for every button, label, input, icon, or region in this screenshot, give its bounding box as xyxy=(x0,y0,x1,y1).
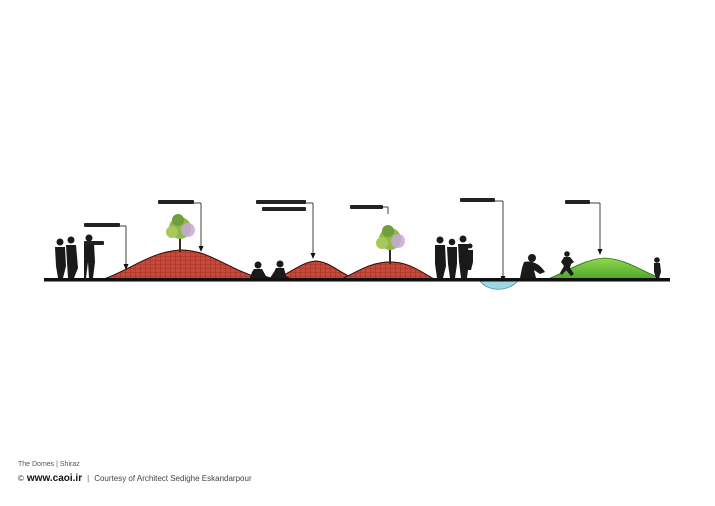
tree-icon xyxy=(166,214,195,252)
annotation-label-mark xyxy=(565,200,590,204)
courtesy-text: Courtesy of Architect Sedighe Eskandarpo… xyxy=(94,474,252,483)
person-crouching xyxy=(520,254,545,278)
annotation-label-mark xyxy=(350,205,383,209)
mesh-dome-with-tree-2 xyxy=(341,261,436,280)
ground-line xyxy=(44,278,670,282)
annotation-label-marks xyxy=(84,198,590,245)
annotation-leaders xyxy=(120,200,603,282)
tree-icon xyxy=(376,225,405,264)
credit-line: © www.caoi.ir | Courtesy of Architect Se… xyxy=(18,473,252,484)
copyright-icon: © xyxy=(18,474,24,483)
site-link[interactable]: www.caoi.ir xyxy=(26,473,83,484)
drawing-title: The Domes | Shiraz xyxy=(18,461,80,468)
annotation-label-mark xyxy=(256,200,306,204)
annotation-label-mark xyxy=(158,200,194,204)
people-sitting-center xyxy=(250,260,290,278)
mesh-dome-small xyxy=(275,260,356,280)
annotation-label-mark xyxy=(84,241,104,245)
children-playing xyxy=(560,251,661,278)
adults-standing-left xyxy=(55,234,95,278)
family-standing xyxy=(435,235,473,278)
annotation-label-mark xyxy=(262,207,306,211)
credit-separator: | xyxy=(87,474,90,483)
annotation-label-mark xyxy=(460,198,495,202)
water-basin xyxy=(479,280,519,290)
annotation-label-mark xyxy=(84,223,120,227)
